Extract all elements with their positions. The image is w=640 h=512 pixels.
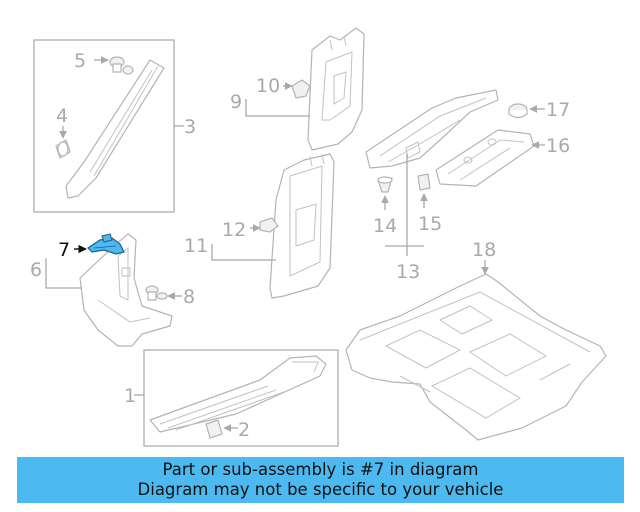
sill-trim-part bbox=[365, 89, 499, 169]
callout-18: 18 bbox=[472, 239, 496, 261]
callout-1: 1 bbox=[124, 385, 136, 407]
banner-line-2: Diagram may not be specific to your vehi… bbox=[137, 480, 504, 499]
clip-part-4 bbox=[55, 139, 71, 159]
callout-16: 16 bbox=[546, 135, 570, 157]
sill-plate-part bbox=[149, 355, 327, 433]
clip-part-5 bbox=[109, 56, 134, 75]
callout-13: 13 bbox=[396, 261, 420, 283]
a-pillar-trim-part bbox=[65, 59, 165, 199]
sill-group bbox=[365, 89, 545, 256]
b-pillar-lower-trim bbox=[269, 153, 335, 299]
callout-15: 15 bbox=[418, 213, 442, 235]
callout-11: 11 bbox=[184, 235, 208, 257]
clip-part-14 bbox=[377, 176, 393, 193]
callout-4: 4 bbox=[56, 105, 68, 127]
callout-8: 8 bbox=[183, 286, 195, 308]
callout-7: 7 bbox=[58, 239, 70, 261]
banner-line-1: Part or sub-assembly is #7 in diagram bbox=[162, 460, 479, 479]
info-banner: Part or sub-assembly is #7 in diagram Di… bbox=[17, 457, 624, 503]
sill-plate-group bbox=[134, 349, 339, 447]
floor-carpet-group bbox=[345, 260, 607, 441]
clip-part-2 bbox=[205, 419, 223, 439]
callout-12: 12 bbox=[222, 219, 246, 241]
kick-panel-group bbox=[45, 233, 182, 347]
clip-part-15 bbox=[417, 173, 431, 191]
callout-labels: 1 2 3 4 5 6 7 8 9 10 11 12 13 14 15 16 1… bbox=[30, 50, 570, 441]
b-pillar-upper-group bbox=[245, 27, 365, 151]
callout-6: 6 bbox=[30, 259, 42, 281]
b-pillar-lower-group bbox=[211, 153, 335, 299]
callout-2: 2 bbox=[238, 419, 250, 441]
floor-carpet-part bbox=[345, 273, 607, 441]
clip-part-10 bbox=[291, 79, 311, 99]
group-box-1 bbox=[143, 349, 339, 447]
clip-part-8 bbox=[145, 285, 168, 301]
callout-17: 17 bbox=[546, 99, 570, 121]
b-pillar-upper-trim bbox=[307, 27, 365, 151]
callout-9: 9 bbox=[230, 91, 242, 113]
callout-3: 3 bbox=[184, 116, 196, 138]
cap-part-17 bbox=[508, 103, 528, 119]
callout-10: 10 bbox=[256, 75, 280, 97]
a-pillar-group bbox=[33, 39, 184, 213]
callout-5: 5 bbox=[74, 50, 86, 72]
bracket-part-16 bbox=[435, 129, 535, 187]
highlighted-part-7 bbox=[87, 233, 125, 255]
callout-14: 14 bbox=[373, 215, 397, 237]
